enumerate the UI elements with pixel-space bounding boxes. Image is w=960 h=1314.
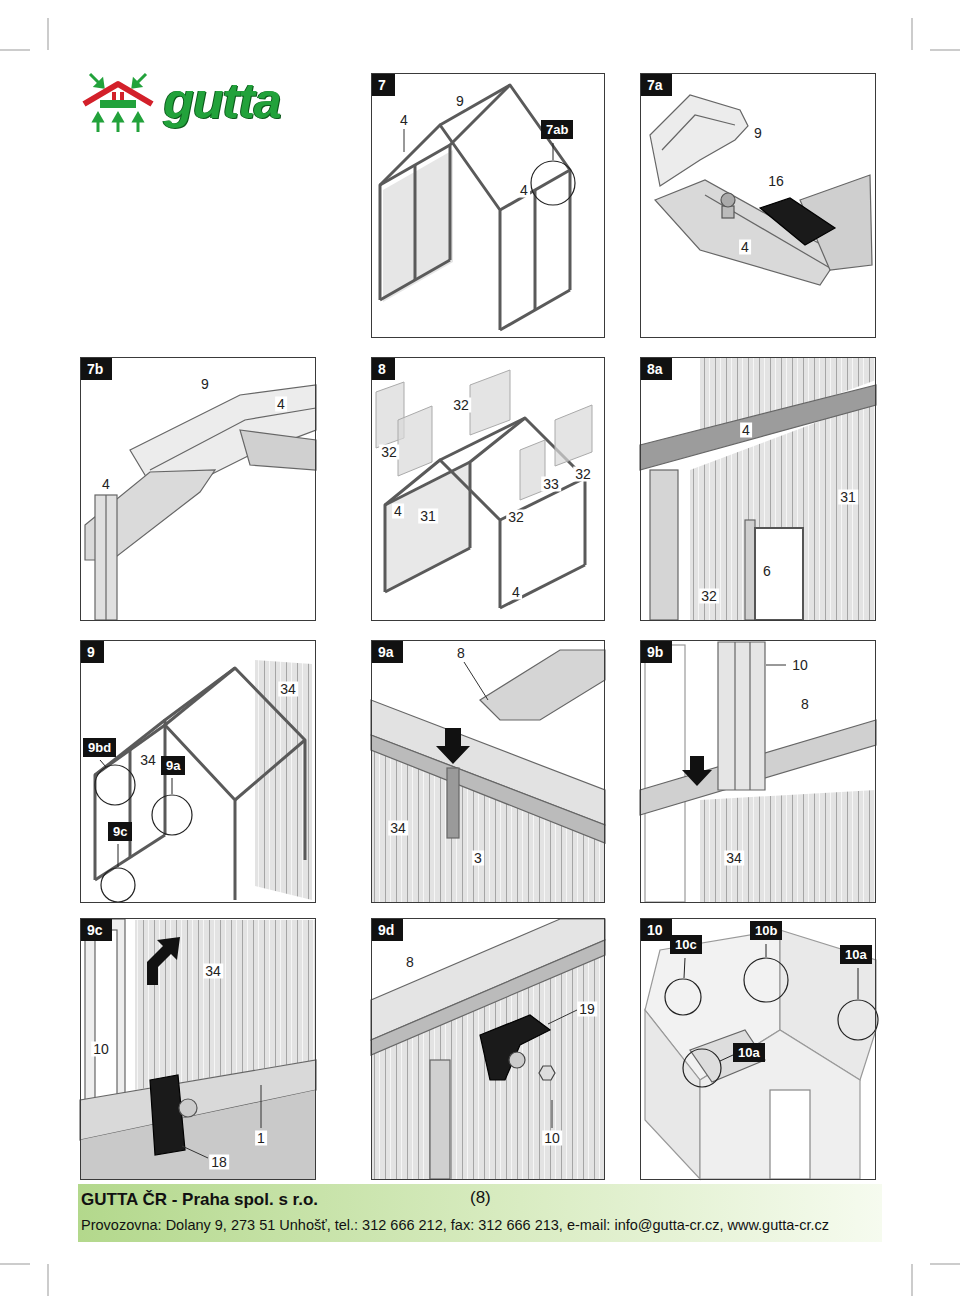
step-number: 8a: [641, 358, 672, 380]
step-number: 9a: [372, 641, 403, 663]
roof-profile-detail: [371, 650, 605, 903]
callout-number: 9: [199, 377, 211, 392]
callout-number: 31: [418, 509, 438, 524]
detail-label: 10a: [738, 1045, 760, 1060]
step-panel: 8: [371, 357, 605, 621]
callout-number: 34: [203, 964, 223, 979]
step-number: 7: [372, 74, 395, 96]
ridge-profile-detail: [85, 385, 316, 620]
step-number: 7a: [641, 74, 672, 96]
callout-number: 10: [542, 1131, 562, 1146]
detail-label: 9a: [166, 758, 180, 773]
callout-number: 9: [454, 94, 466, 109]
callout-number: 4: [740, 423, 752, 438]
callout-number: 4: [100, 477, 112, 492]
side-profile-detail: [640, 642, 876, 903]
wall-sheet-detail: [640, 358, 876, 620]
step-panel: 9b: [640, 640, 876, 903]
callout-number: 9: [752, 126, 764, 141]
step-number: 9: [81, 641, 104, 663]
callout-number: 31: [838, 490, 858, 505]
bracket-detail: [371, 919, 605, 1179]
step-number: 9b: [641, 641, 672, 663]
step-number: 9d: [372, 919, 403, 941]
step-panel: 9a: [371, 640, 605, 903]
company-address: Provozovna: Dolany 9, 273 51 Unhošť, tel…: [81, 1217, 829, 1233]
detail-tag: 7ab: [541, 120, 573, 139]
logo-icon: [84, 74, 152, 132]
detail-label: 7ab: [546, 122, 568, 137]
callout-number: 32: [506, 510, 526, 525]
callout-number: 16: [766, 174, 786, 189]
step-panel: 7a: [640, 73, 876, 338]
detail-label: 10b: [755, 923, 777, 938]
callout-number: 32: [379, 445, 399, 460]
greenhouse-frame: [95, 660, 312, 902]
page-number: (8): [470, 1188, 491, 1208]
crop-marks: [0, 18, 960, 1296]
callout-number: 8: [455, 646, 467, 661]
callout-number: 4: [518, 183, 530, 198]
callout-number: 32: [699, 589, 719, 604]
company-name: GUTTA ČR - Praha spol. s r.o.: [81, 1190, 318, 1210]
step-number: 7b: [81, 358, 112, 380]
step-number: 9c: [81, 919, 112, 941]
greenhouse-frame: [380, 85, 575, 330]
step-number: 8: [372, 358, 395, 380]
footer-band: GUTTA ČR - Praha spol. s r.o. (8) Provozov…: [78, 1184, 882, 1242]
detail-tag: 10b: [750, 921, 782, 940]
detail-label: 9bd: [88, 740, 111, 755]
callout-number: 18: [209, 1155, 229, 1170]
callout-number: 4: [510, 585, 522, 600]
callout-number: 34: [724, 851, 744, 866]
step-panel: 1010c 10b 10a 10a: [640, 918, 876, 1180]
detail-tag: 9c: [108, 822, 132, 841]
callout-number: 10: [790, 658, 810, 673]
callout-number: 4: [739, 240, 751, 255]
step-number: 10: [641, 919, 672, 941]
callout-number: 34: [138, 753, 158, 768]
detail-label: 9c: [113, 824, 127, 839]
detail-tag: 10a: [733, 1043, 765, 1062]
callout-number: 4: [398, 113, 410, 128]
logo-wordmark: gutta: [159, 75, 284, 127]
detail-tag: 9a: [161, 756, 185, 775]
callout-number: 8: [404, 955, 416, 970]
callout-number: 4: [392, 504, 404, 519]
callout-number: 10: [91, 1042, 111, 1057]
callout-number: 34: [388, 821, 408, 836]
callout-number: 3: [472, 851, 484, 866]
callout-number: 32: [451, 398, 471, 413]
callout-number: 4: [275, 397, 287, 412]
greenhouse-overview: [645, 930, 878, 1179]
detail-tag: 9bd: [83, 738, 116, 757]
ridge-profile-detail: [650, 95, 872, 285]
callout-number: 6: [761, 564, 773, 579]
detail-label: 10c: [675, 937, 697, 952]
callout-number: 32: [573, 467, 593, 482]
callout-number: 34: [278, 682, 298, 697]
callout-number: 1: [255, 1131, 267, 1146]
callout-number: 8: [799, 697, 811, 712]
step-panel: 9c: [80, 918, 316, 1180]
callout-number: 19: [577, 1002, 597, 1017]
base-clip-detail: [80, 919, 316, 1179]
detail-tag: 10c: [670, 935, 702, 954]
detail-label: 10a: [845, 947, 867, 962]
callout-number: 33: [541, 477, 561, 492]
greenhouse-frame: [376, 370, 592, 608]
step-panel: 9 9bd 9a 9c: [80, 640, 316, 903]
detail-tag: 10a: [840, 945, 872, 964]
